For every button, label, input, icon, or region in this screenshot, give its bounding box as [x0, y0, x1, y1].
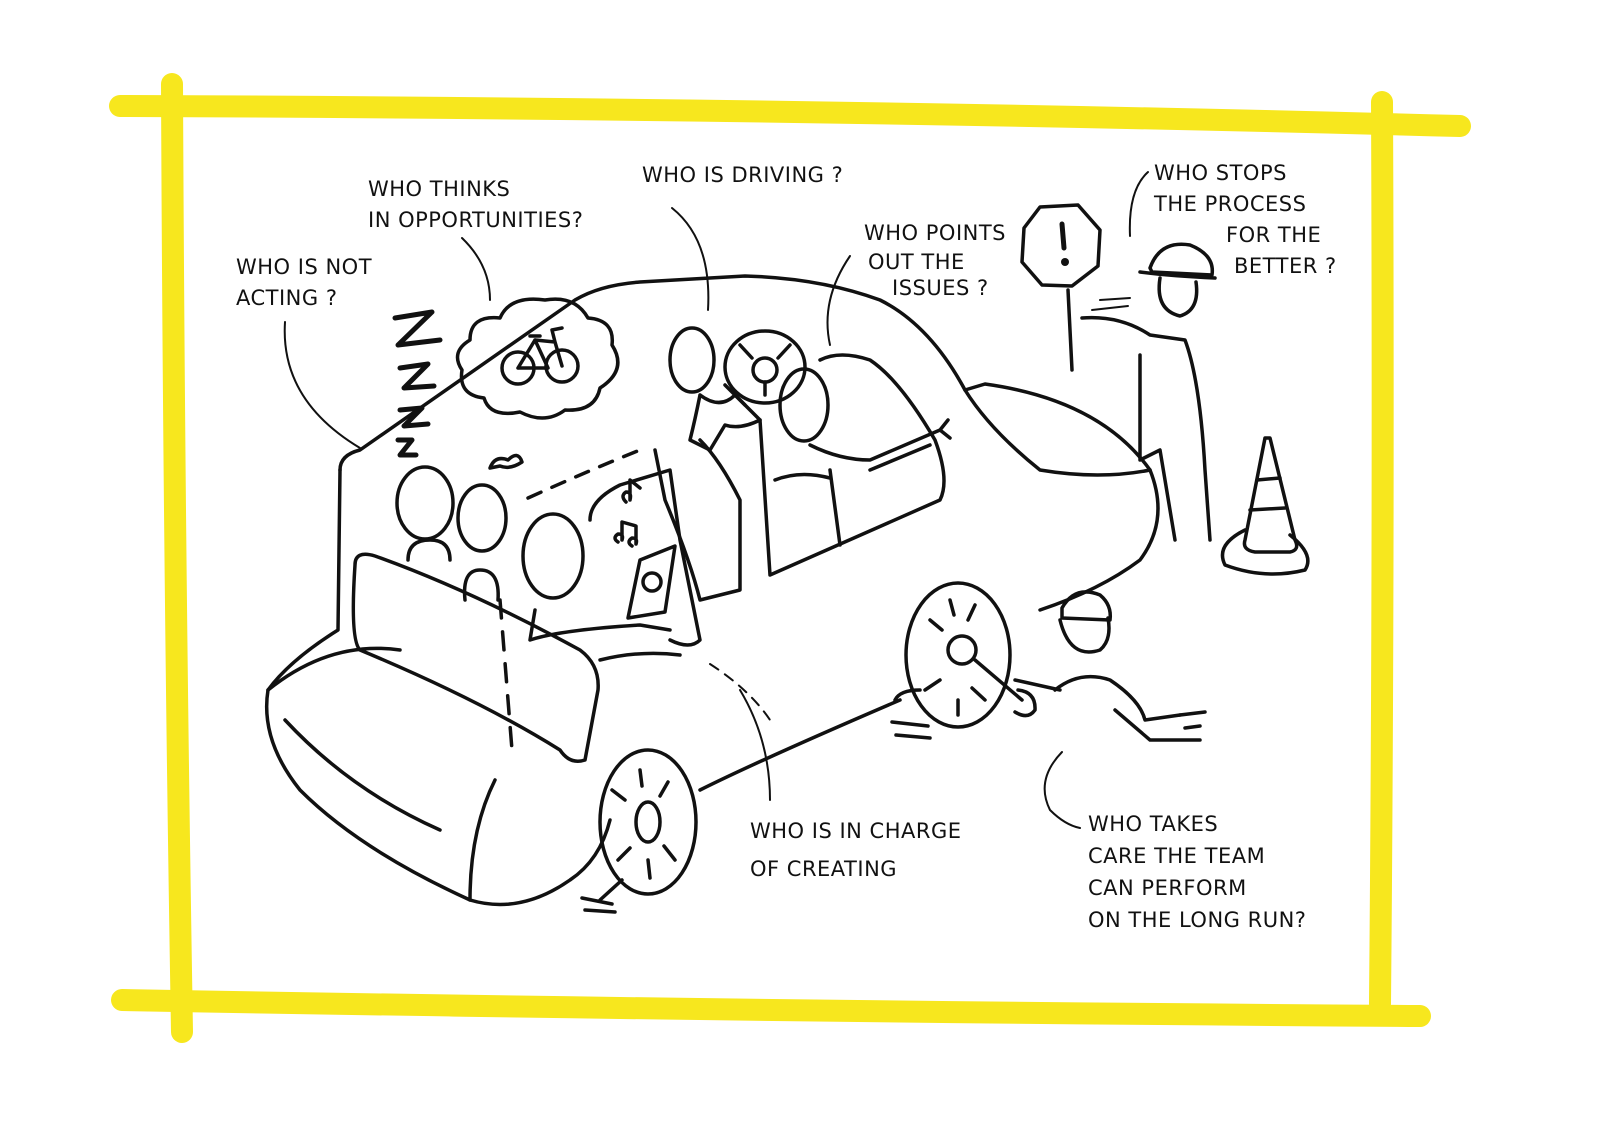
label-line: CAN PERFORM	[1088, 876, 1247, 900]
label-line: WHO STOPS	[1154, 161, 1287, 185]
label-creating: WHO IS IN CHARGE OF CREATING	[750, 812, 962, 888]
thought-cloud	[455, 297, 620, 470]
hard-hat-worker	[1013, 590, 1207, 742]
label-line: WHO THINKS	[368, 177, 511, 201]
rear-passengers	[395, 465, 672, 642]
label-line: WHO POINTS	[864, 221, 1007, 245]
wrench-icon	[946, 634, 1037, 718]
label-line: OUT THE	[868, 250, 965, 274]
label-line: BETTER ?	[1234, 254, 1337, 278]
label-line: THE PROCESS	[1154, 192, 1307, 216]
label-opportunities: WHO THINKS IN OPPORTUNITIES?	[368, 174, 583, 236]
traffic-cone-icon	[1220, 436, 1310, 576]
steering-wheel-icon	[723, 329, 807, 405]
label-not-acting: WHO IS NOT ACTING ?	[236, 252, 372, 314]
wheel-icon	[580, 748, 698, 914]
music-note-icon	[613, 478, 642, 548]
label-line: ISSUES ?	[892, 276, 989, 300]
label-line: CARE THE TEAM	[1088, 844, 1266, 868]
bicycle-icon	[500, 326, 580, 386]
label-line: WHO IS NOT	[236, 255, 373, 279]
driver-figure	[668, 326, 762, 452]
leader-lines	[283, 171, 1149, 829]
label-driving: WHO IS DRIVING ?	[642, 160, 843, 191]
label-line: FOR THE	[1226, 223, 1322, 247]
label-line: ON THE LONG RUN?	[1088, 908, 1307, 932]
label-line: WHO TAKES	[1088, 812, 1219, 836]
label-line: WHO IS IN CHARGE	[750, 819, 962, 843]
label-line: OF CREATING	[750, 857, 898, 881]
yellow-frame	[109, 73, 1471, 1043]
label-stops-process: WHO STOPS THE PROCESS FOR THE BETTER ?	[1154, 158, 1337, 282]
label-takes-care: WHO TAKES CARE THE TEAM CAN PERFORM ON T…	[1088, 808, 1306, 936]
label-line: IN OPPORTUNITIES?	[368, 208, 584, 232]
label-points-issues: WHO POINTS OUT THE ISSUES ?	[864, 218, 1006, 301]
hard-hat-worker	[1080, 242, 1217, 542]
sleeping-z-icon	[392, 309, 443, 458]
pointing-passenger	[778, 367, 952, 472]
wheel-icon	[890, 581, 1012, 740]
label-line: WHO IS DRIVING ?	[642, 163, 844, 187]
label-line: ACTING ?	[236, 286, 338, 310]
warning-sign-icon	[1020, 203, 1102, 372]
car	[264, 274, 1160, 907]
phone-icon	[626, 544, 677, 620]
